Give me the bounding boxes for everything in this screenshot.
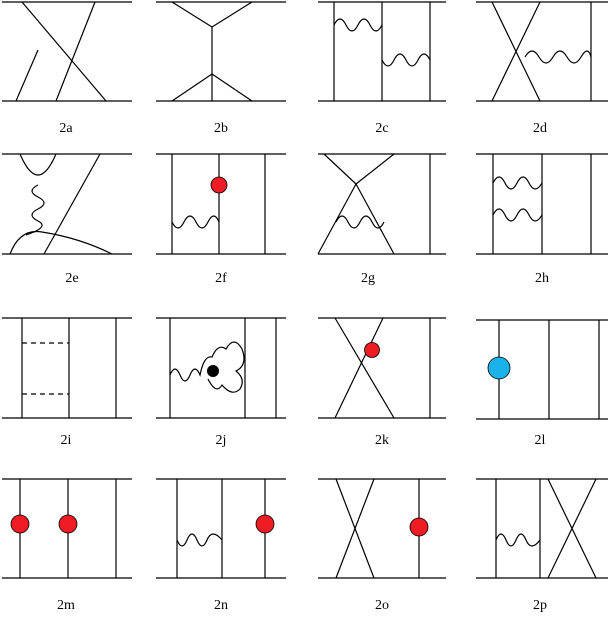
diagram-2p: 2p bbox=[476, 478, 608, 613]
diagram-label: 2f bbox=[215, 271, 227, 286]
diagram-2f: 2f bbox=[156, 153, 286, 286]
diagram-2o: 2o bbox=[318, 478, 446, 613]
diagram-2d: 2d bbox=[476, 1, 608, 136]
red-vertex-dot bbox=[255, 514, 275, 534]
diagram-label: 2c bbox=[375, 121, 388, 136]
diagram-2a: 2a bbox=[2, 1, 132, 136]
diagram-2j: 2j bbox=[156, 317, 286, 448]
red-vertex-dot bbox=[58, 514, 78, 534]
diagram-2e: 2e bbox=[2, 153, 132, 286]
diagram-label: 2e bbox=[65, 271, 78, 286]
red-vertex-dot bbox=[409, 517, 429, 537]
diagram-2n: 2n bbox=[156, 478, 286, 613]
diagram-2m: 2m bbox=[2, 478, 132, 613]
diagram-label: 2g bbox=[361, 271, 375, 286]
red-vertex-dot bbox=[364, 342, 380, 358]
blue-vertex-dot bbox=[487, 356, 511, 380]
diagram-2l: 2l bbox=[476, 319, 608, 448]
diagram-label: 2o bbox=[375, 598, 389, 613]
diagram-label: 2p bbox=[533, 598, 547, 613]
red-vertex-dot bbox=[210, 176, 228, 194]
diagram-2k: 2k bbox=[318, 317, 446, 448]
diagram-label: 2b bbox=[214, 121, 228, 136]
diagram-label: 2l bbox=[535, 433, 546, 448]
diagram-label: 2d bbox=[533, 121, 547, 136]
diagram-2c: 2c bbox=[318, 1, 446, 136]
diagram-label: 2a bbox=[59, 121, 73, 136]
diagram-label: 2m bbox=[57, 598, 75, 613]
diagram-label: 2j bbox=[216, 433, 227, 448]
red-vertex-dot bbox=[10, 514, 30, 534]
diagram-label: 2k bbox=[375, 433, 389, 448]
black-vertex-dot bbox=[207, 365, 219, 377]
diagram-2b: 2b bbox=[156, 1, 286, 136]
diagram-2i: 2i bbox=[2, 317, 132, 448]
diagram-label: 2h bbox=[535, 271, 549, 286]
diagram-label: 2i bbox=[61, 433, 72, 448]
diagram-2g: 2g bbox=[317, 153, 446, 286]
diagram-2h: 2h bbox=[476, 153, 608, 286]
diagram-label: 2n bbox=[214, 598, 228, 613]
